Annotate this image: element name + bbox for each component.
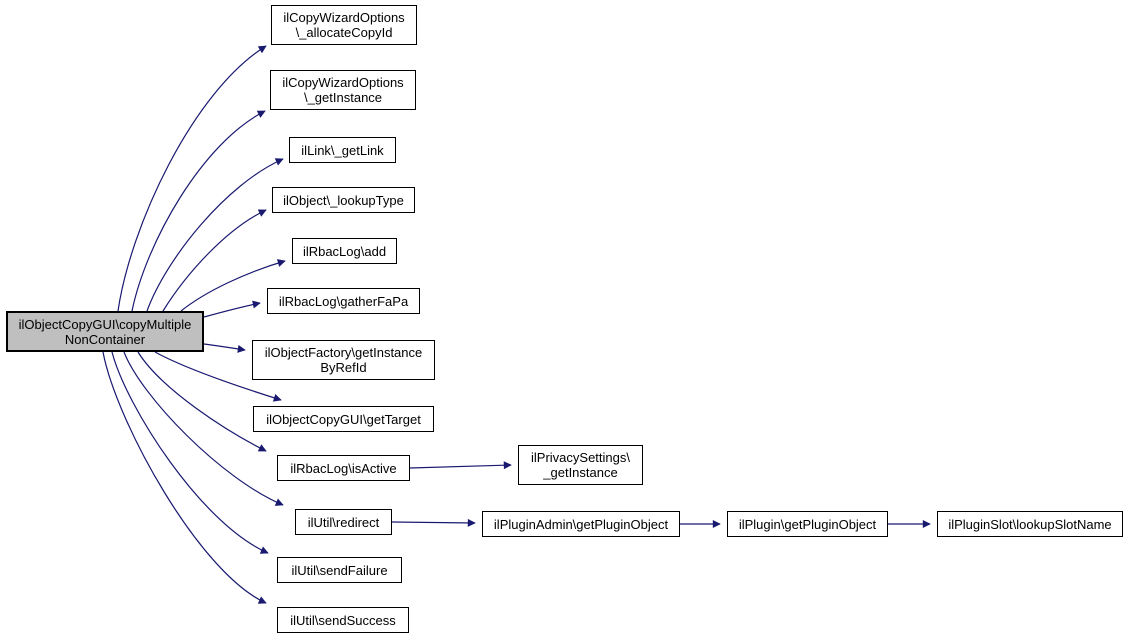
node-ilobjectcopygui-copymultiplenoncontainer: ilObjectCopyGUI\copyMultiple NonContaine… [6, 311, 204, 352]
node-label-line: ilObjectFactory\getInstance [264, 345, 423, 360]
node-ilpluginadmin-getpluginobject[interactable]: ilPluginAdmin\getPluginObject [482, 511, 680, 537]
node-label-line: NonContainer [64, 331, 146, 347]
node-label-line: ilCopyWizardOptions [282, 75, 404, 90]
node-label-line: ilPluginSlot\lookupSlotName [948, 516, 1112, 532]
edge-copymultiple-to-allocatecopyid [117, 45, 267, 312]
node-label-line: ilPrivacySettings\ [531, 450, 630, 465]
node-illink-getlink[interactable]: ilLink\_getLink [289, 137, 396, 163]
node-ilcopywizardoptions-allocatecopyid[interactable]: ilCopyWizardOptions \_allocateCopyId [271, 5, 417, 45]
node-ilrbaclog-isactive[interactable]: ilRbacLog\isActive [277, 455, 410, 481]
edge-redirect-to-pluginadmingetpluginobject [391, 518, 476, 527]
node-label-line: ilUtil\redirect [307, 514, 380, 530]
node-ilpluginslot-lookupslotname[interactable]: ilPluginSlot\lookupSlotName [937, 511, 1123, 537]
node-label-line: _getInstance [543, 465, 618, 480]
node-label-line: ilPluginAdmin\getPluginObject [493, 516, 669, 532]
node-label-line: ilCopyWizardOptions [283, 10, 405, 25]
node-ilplugin-getpluginobject[interactable]: ilPlugin\getPluginObject [727, 511, 888, 537]
edge-copymultiple-to-gettarget [154, 351, 282, 402]
node-ilcopywizardoptions-getinstance[interactable]: ilCopyWizardOptions \_getInstance [270, 70, 416, 110]
node-ilutil-redirect[interactable]: ilUtil\redirect [295, 509, 392, 535]
edge-copymultiple-to-getinstancebyrefid [203, 343, 246, 353]
edge-copymultiple-to-isactive [137, 351, 267, 452]
node-label-line: ilRbacLog\isActive [290, 460, 397, 476]
edge-copymultiple-to-getlink [146, 158, 284, 312]
node-ilobject-lookuptype[interactable]: ilObject\_lookupType [272, 187, 415, 213]
node-ilobjectcopygui-gettarget[interactable]: ilObjectCopyGUI\getTarget [253, 406, 434, 432]
node-label-line: ilUtil\sendSuccess [290, 612, 396, 628]
node-label-line: ilRbacLog\gatherFaPa [278, 293, 409, 309]
node-ilutil-sendsuccess[interactable]: ilUtil\sendSuccess [277, 607, 409, 633]
node-label-line: ilObjectCopyGUI\getTarget [266, 411, 421, 427]
node-label-line: ilUtil\sendFailure [291, 562, 388, 578]
node-ilrbaclog-gatherfapa[interactable]: ilRbacLog\gatherFaPa [267, 288, 420, 314]
node-ilprivacysettings-getinstance[interactable]: ilPrivacySettings\ _getInstance [518, 445, 643, 485]
edge-isactive-to-privacygetinstance [409, 461, 512, 470]
node-label-line: ilObjectCopyGUI\copyMultiple [18, 316, 192, 332]
node-label-line: ilObject\_lookupType [283, 192, 404, 208]
node-label-line: ilRbacLog\add [302, 243, 387, 259]
node-ilutil-sendfailure[interactable]: ilUtil\sendFailure [277, 557, 402, 583]
node-label-line: ilLink\_getLink [301, 142, 384, 158]
edge-copymultiple-to-rbacadd [180, 259, 286, 312]
edge-copymultiple-to-lookuptype [162, 209, 267, 312]
edge-copymultiple-to-sendsuccess [102, 351, 267, 604]
node-label-line: \_getInstance [303, 90, 383, 105]
node-ilrbaclog-add[interactable]: ilRbacLog\add [292, 238, 397, 264]
edge-copymultiple-to-sendfailure [111, 351, 269, 554]
node-label-line: \_allocateCopyId [295, 25, 393, 40]
node-label-line: ilPlugin\getPluginObject [738, 516, 877, 532]
node-label-line: ByRefId [320, 360, 367, 375]
edge-copymultiple-to-getinstance [131, 110, 266, 312]
node-ilobjectfactory-getinstancebyrefid[interactable]: ilObjectFactory\getInstance ByRefId [252, 340, 435, 380]
edge-copymultiple-to-gatherfapa [203, 300, 261, 318]
edge-copymultiple-to-redirect [123, 351, 284, 506]
